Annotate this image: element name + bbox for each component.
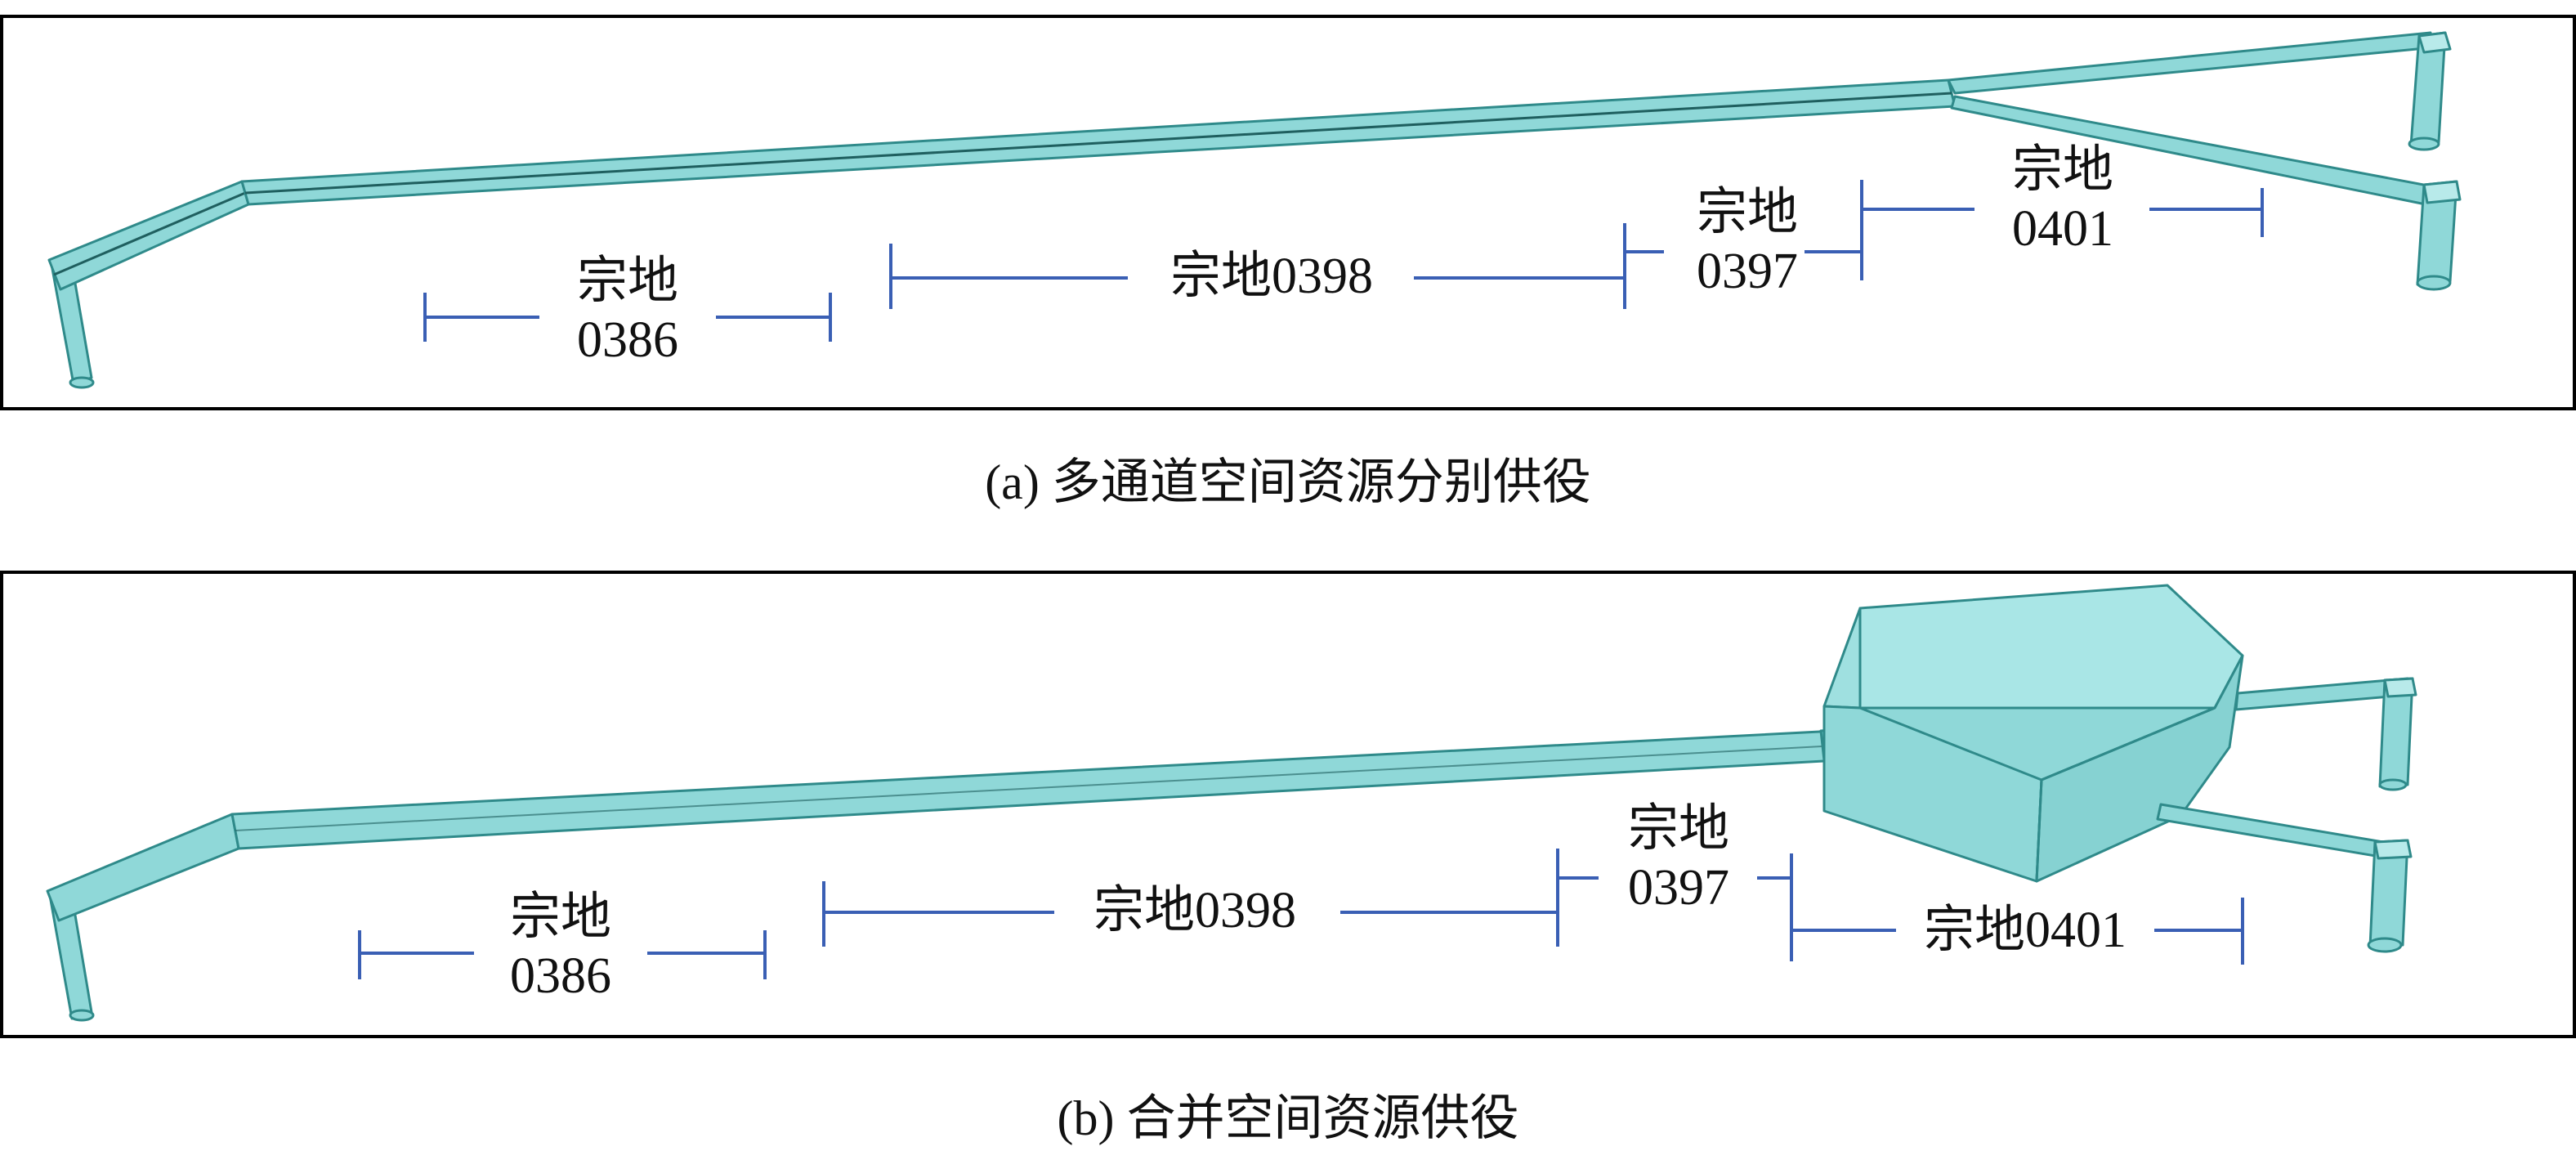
panel-a-figure: 宗地 0386 宗地0398 宗地 0397 宗地 0401 [0,15,2576,410]
parcel-a4-line1: 宗地 [2012,142,2113,198]
panel-b-figure: 宗地 0386 宗地0398 宗地 0397 宗地0401 [0,571,2576,1038]
caption-b: (b) 合并空间资源供役 [1057,1091,1519,1145]
parcel-a4-line2: 0401 [2012,201,2113,257]
parcel-labels-b: 宗地 0386 宗地0398 宗地 0397 宗地0401 [510,801,2127,1004]
caption-a: (a) 多通道空间资源分别供役 [985,455,1591,509]
dimension-lines-a [423,180,2264,342]
channel-left-leg-end [69,376,95,389]
parcel-a1-line2: 0386 [577,312,678,368]
panel-a-frame [0,15,2576,410]
dimension-lines-b [358,849,2244,979]
parcel-b4-line1: 宗地0401 [1924,902,2127,958]
channel-network-a [47,31,2462,389]
parcel-b1-line2: 0386 [510,948,611,1004]
parcel-b3-line1: 宗地 [1628,801,1729,857]
merged-chamber [1822,584,2244,883]
parcel-b3-line2: 0397 [1628,860,1729,916]
parcel-b1-line1: 宗地 [510,889,611,945]
parcel-b2-line1: 宗地0398 [1093,883,1296,938]
parcel-a3-line2: 0397 [1697,244,1798,299]
chamber-top [1858,584,2244,710]
parcel-a3-line1: 宗地 [1697,185,1798,240]
parcel-a1-line1: 宗地 [577,253,678,309]
parcel-labels-a: 宗地 0386 宗地0398 宗地 0397 宗地 0401 [577,142,2113,368]
parcel-a2-line1: 宗地0398 [1170,249,1373,304]
panel-b: 宗地 0386 宗地0398 宗地 0397 宗地0401 [0,571,2576,1041]
channel-network-b [46,584,2417,1022]
panel-a: 宗地 0386 宗地0398 宗地 0397 宗地 0401 [0,15,2576,412]
